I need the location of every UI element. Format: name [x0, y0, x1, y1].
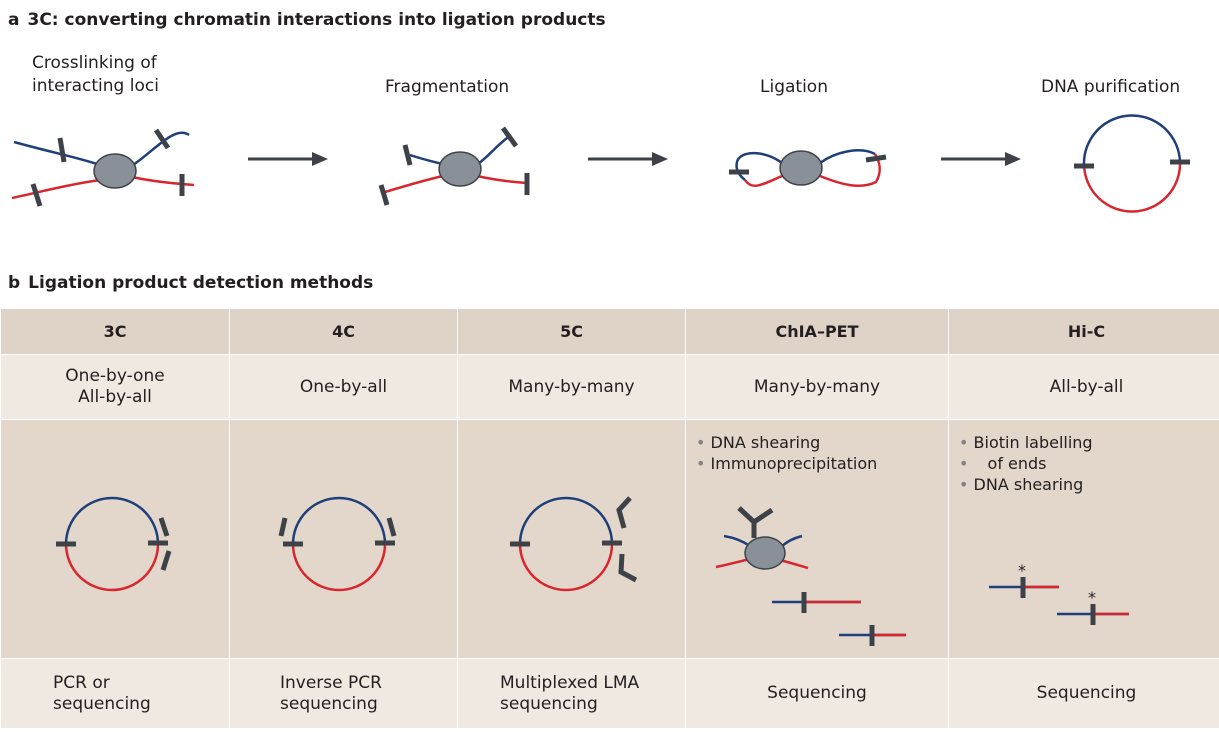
biotin-asterisk-2: * — [1088, 588, 1096, 607]
scope-4c: One-by-all — [230, 355, 457, 419]
diagram-3c — [1, 420, 229, 658]
arrow-2 — [588, 152, 668, 166]
method-5c: Multiplexed LMA sequencing — [458, 659, 685, 728]
diagram-chia-pet: DNA shearing Immunoprecipitation — [686, 420, 948, 658]
purified-circle-diagram — [1074, 114, 1190, 213]
diagram-5c — [458, 420, 685, 658]
col-header-4c: 4C — [230, 309, 457, 354]
chia-pet-step-1: DNA shearing — [696, 432, 877, 453]
method-3c: PCR or sequencing — [1, 659, 229, 728]
hi-c-steps: Biotin labelling of ends DNA shearing — [959, 432, 1093, 495]
hi-c-step-1: Biotin labelling — [959, 432, 1093, 453]
scope-hi-c: All-by-all — [949, 355, 1219, 419]
panel-a-diagram — [11, 114, 1190, 213]
crosslinking-diagram — [11, 128, 195, 207]
fragmentation-diagram — [378, 126, 530, 206]
col-header-5c: 5C — [458, 309, 685, 354]
scope-chia-pet: Many-by-many — [686, 355, 948, 419]
chia-pet-step-2: Immunoprecipitation — [696, 453, 878, 474]
arrow-1 — [248, 152, 328, 166]
arrow-3 — [941, 152, 1021, 166]
step-label-dna-purification: DNA purification — [1041, 77, 1181, 97]
ligation-diagram — [729, 149, 887, 188]
panel-a-title: a 3C: converting chromatin interactions i… — [8, 10, 606, 30]
col-header-chia-pet: ChIA–PET — [686, 309, 948, 354]
scope-3c: One-by-one All-by-all — [1, 355, 229, 419]
diagram-4c — [230, 420, 457, 658]
step-label-crosslinking: Crosslinking of interacting loci — [32, 53, 159, 96]
panel-a-letter: a — [8, 10, 20, 30]
chia-pet-steps: DNA shearing Immunoprecipitation — [696, 432, 878, 474]
scope-5c: Many-by-many — [458, 355, 685, 419]
method-4c: Inverse PCR sequencing — [230, 659, 457, 728]
step-label-fragmentation: Fragmentation — [385, 77, 510, 97]
diagram-hi-c: Biotin labelling of ends DNA shearing * … — [949, 420, 1219, 658]
col-header-hi-c: Hi-C — [949, 309, 1219, 354]
method-chia-pet: Sequencing — [686, 659, 948, 728]
panel-b-title-text: Ligation product detection methods — [28, 273, 374, 293]
biotin-asterisk-1: * — [1018, 561, 1026, 580]
step-label-ligation: Ligation — [760, 77, 828, 97]
panel-a-title-text: 3C: converting chromatin interactions in… — [27, 10, 606, 30]
col-header-3c: 3C — [1, 309, 229, 354]
hi-c-step-2: DNA shearing — [959, 474, 1093, 495]
hi-c-step-1-cont: of ends — [987, 454, 1047, 473]
method-hi-c: Sequencing — [949, 659, 1219, 728]
methods-table: 3C 4C 5C ChIA–PET Hi-C One-by-one All-by… — [0, 308, 1219, 728]
panel-b-letter: b — [8, 273, 21, 293]
protein-complex — [93, 153, 137, 189]
panel-b-title: b Ligation product detection methods — [8, 273, 373, 293]
